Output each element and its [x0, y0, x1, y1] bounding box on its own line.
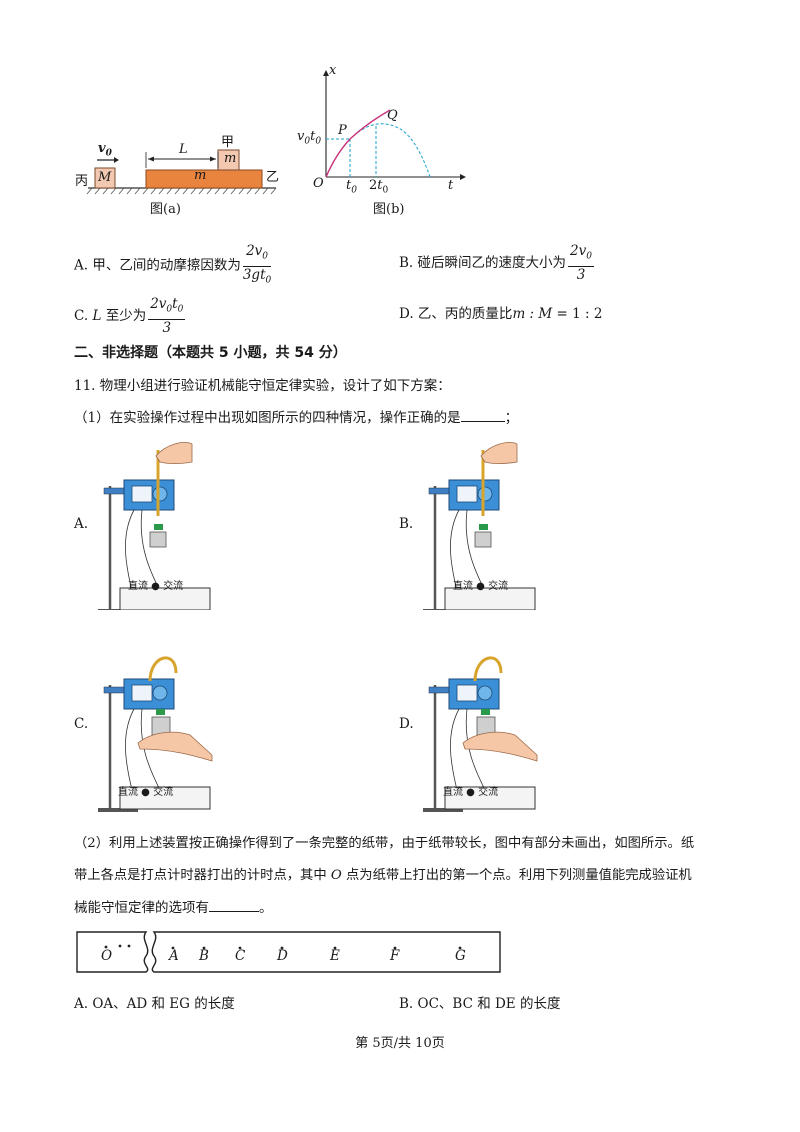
q11-part1: （1）在实验操作过程中出现如图所示的四种情况，操作正确的是；	[74, 406, 518, 426]
figure-b-caption: 图(b)	[373, 202, 405, 217]
2t0-tick-label: 2t0	[369, 178, 389, 196]
point-Q-label: Q	[387, 108, 398, 123]
tape-point-E: E	[330, 948, 340, 964]
tape-point-G: G	[455, 948, 466, 964]
q11-part2-line2: 带上各点是打点计时器打出的计时点，其中 O 点为纸带上打出的第一个点。利用下列测…	[74, 868, 692, 883]
t0-tick-label: t0	[346, 178, 357, 196]
q11-part2-option-A[interactable]: A. OA、AD 和 EG 的长度	[74, 996, 235, 1012]
bing-label: 丙	[75, 174, 89, 189]
option-A-label[interactable]: A.	[74, 516, 89, 532]
board-m-label: m	[194, 168, 207, 183]
jia-label: 甲	[221, 135, 235, 150]
option-C-label[interactable]: C.	[74, 716, 89, 732]
section-2-title: 二、非选择题（本题共 5 小题，共 54 分）	[74, 345, 347, 361]
origin-label: O	[313, 176, 324, 191]
page-footer: 第 5页/共 10页	[355, 1036, 445, 1051]
tape-point-A: A	[169, 948, 179, 964]
v0-label: v0	[98, 141, 112, 159]
power-label-C: 直流 ● 交流	[118, 787, 174, 798]
hand-icon	[480, 442, 518, 464]
answer-blank-2[interactable]	[209, 897, 259, 912]
hand-icon	[137, 731, 213, 762]
apparatus-A	[96, 442, 212, 610]
figure-b-graph	[323, 70, 466, 180]
apparatus-C	[96, 656, 213, 814]
tape-point-F: F	[390, 948, 400, 964]
tape-point-B: B	[199, 948, 209, 964]
power-label-D: 直流 ● 交流	[443, 787, 499, 798]
figure-a-caption: 图(a)	[150, 202, 181, 217]
option-B-label[interactable]: B.	[399, 516, 414, 532]
option-D-label[interactable]: D.	[399, 716, 414, 732]
apparatus-D	[421, 656, 538, 814]
q11-part2-option-B[interactable]: B. OC、BC 和 DE 的长度	[399, 996, 561, 1012]
hand-icon	[462, 731, 538, 762]
point-P-label: P	[338, 123, 347, 138]
L-label: L	[179, 142, 188, 157]
q10-option-D[interactable]: D. 乙、丙的质量比m : M = 1 : 2	[399, 306, 603, 322]
q11-part2-line1: （2）利用上述装置按正确操作得到了一条完整的纸带，由于纸带较长，图中有部分未画出…	[74, 836, 695, 851]
q11-stem: 11. 物理小组进行验证机械能守恒定律实验，设计了如下方案：	[74, 378, 451, 394]
board-yi	[145, 169, 263, 189]
yi-label: 乙	[266, 170, 280, 185]
block-M-label: M	[98, 170, 112, 185]
hand-icon	[155, 442, 193, 464]
block-m-label: m	[224, 151, 237, 166]
tape-point-O: O	[101, 948, 113, 964]
tape-point-D: D	[277, 948, 288, 964]
figure-a-diagram	[86, 149, 277, 195]
q11-part2-line3: 械能守恒定律的选项有。	[74, 896, 273, 916]
x-axis-label: x	[329, 63, 337, 78]
answer-blank-1[interactable]	[460, 407, 505, 422]
v0t0-label: v0t0	[297, 129, 322, 147]
t-axis-label: t	[448, 178, 454, 193]
apparatus-B	[421, 442, 537, 610]
paper-tape	[76, 931, 501, 973]
power-label-A: 直流 ● 交流	[128, 581, 184, 592]
tape-point-C: C	[235, 948, 246, 964]
parabola-dashed	[349, 123, 431, 178]
power-label-B: 直流 ● 交流	[453, 581, 509, 592]
curve-x-t	[325, 109, 391, 178]
block-M	[94, 167, 116, 189]
